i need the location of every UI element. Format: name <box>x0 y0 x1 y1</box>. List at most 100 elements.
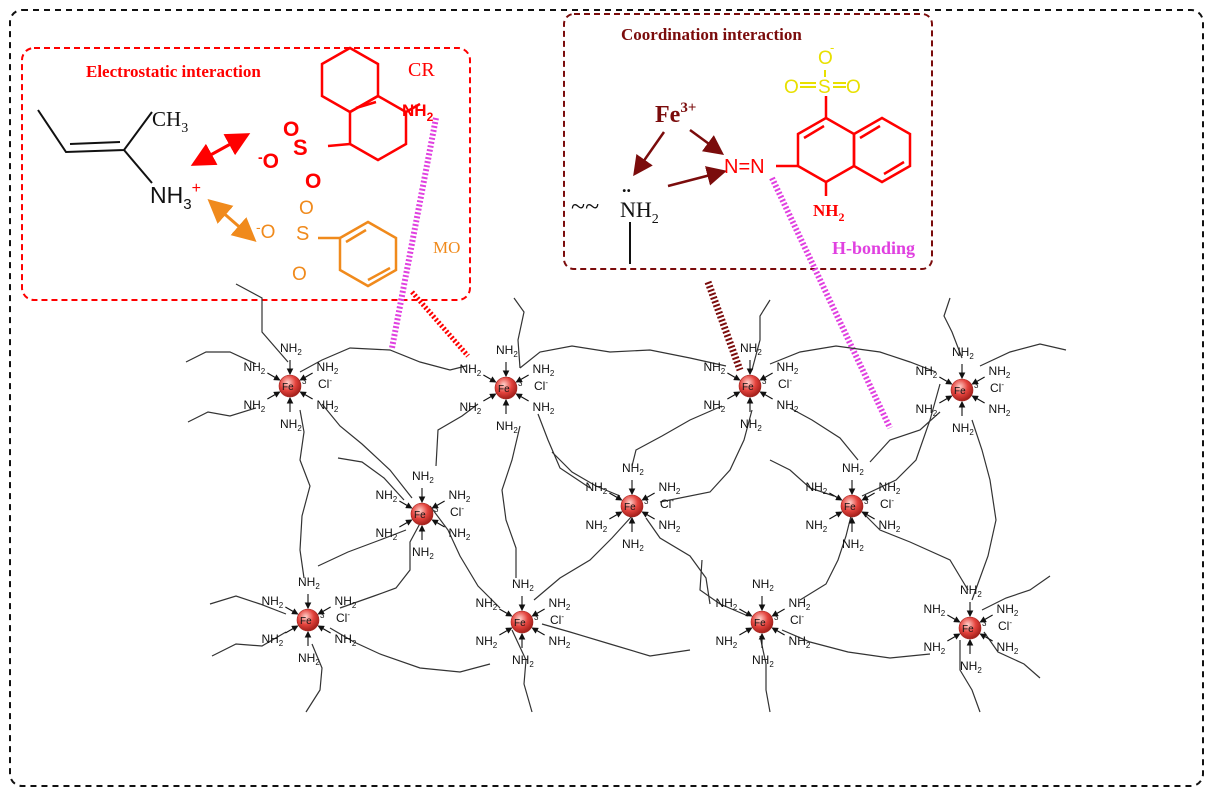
chloride-label: Cl- <box>550 612 564 627</box>
coordination-bond <box>317 606 331 615</box>
coordination-panel: Coordination interaction Fe3+ ~~ .. NH2 … <box>563 13 933 270</box>
coordination-bond <box>861 492 875 501</box>
nh2-label: NH2 <box>752 577 774 593</box>
fe-sphere <box>494 376 518 400</box>
coordination-bond <box>971 376 985 385</box>
coordination-bond <box>727 372 741 381</box>
nh2-label: NH2 <box>549 596 571 612</box>
svg-text:Fe3+: Fe3+ <box>655 100 696 128</box>
nh2-label: NH2 <box>622 537 644 553</box>
coordination-bond <box>939 376 953 385</box>
nh2-label: NH2 <box>475 634 497 650</box>
chloride-label: Cl- <box>534 378 548 393</box>
nh2-label: NH2 <box>261 594 283 610</box>
coord-nh2: NH <box>620 197 652 222</box>
nh2-label: NH2 <box>789 596 811 612</box>
coordination-bond <box>727 391 741 400</box>
fe-label: Fe <box>498 384 510 395</box>
cr-s: S <box>293 135 308 160</box>
coordination-bond <box>431 519 445 528</box>
chloride-label: Cl- <box>790 612 804 627</box>
nh2-label: NH2 <box>412 545 434 561</box>
nh2-label: NH2 <box>989 364 1011 380</box>
chloride-label: Cl- <box>998 618 1012 633</box>
coordination-bond <box>515 393 529 402</box>
coordination-bond <box>771 608 785 617</box>
cr-o-minus: O <box>263 150 279 173</box>
nh2-label: NH2 <box>703 360 725 376</box>
coordination-bond <box>739 608 753 617</box>
nh2-label: NH2 <box>915 364 937 380</box>
nh2-label: NH2 <box>952 421 974 437</box>
nh2-label: NH2 <box>243 398 265 414</box>
nh2-label: NH2 <box>335 632 357 648</box>
so3-o-right: O <box>846 77 861 98</box>
nh2-label: NH2 <box>960 659 982 675</box>
congo-red-structure <box>320 46 421 162</box>
coordination-bond <box>979 614 993 623</box>
nh2-label: NH2 <box>475 596 497 612</box>
coordination-bond <box>759 391 773 400</box>
cr-minus: - <box>258 149 263 165</box>
mo-minus: - <box>256 219 261 235</box>
amine-structure <box>37 109 153 184</box>
fe-sphere <box>738 374 762 398</box>
dye-nh2-sub: 2 <box>839 210 845 224</box>
svg-text:-O: -O <box>258 149 279 173</box>
mo-label: MO <box>433 238 460 257</box>
fe-sphere <box>840 494 864 518</box>
coordination-bond <box>771 627 785 636</box>
nh2-label: NH2 <box>298 651 320 667</box>
fe-sphere <box>950 378 974 402</box>
fe-sphere <box>410 502 434 526</box>
nh2-label: NH2 <box>879 518 901 534</box>
svg-text:NH2: NH2 <box>620 197 659 227</box>
nh2-label: NH2 <box>533 362 555 378</box>
coordination-bond <box>483 374 497 383</box>
methyl-orange-structure <box>318 220 398 288</box>
coordination-bond <box>947 614 961 623</box>
fe-sphere <box>750 610 774 634</box>
nh2-label: NH2 <box>805 518 827 534</box>
nh2-label: NH2 <box>317 360 339 376</box>
nh2-label: NH2 <box>659 518 681 534</box>
coordination-bond <box>399 519 413 528</box>
coord-azo: N=N <box>724 156 765 178</box>
nh2-label: NH2 <box>989 402 1011 418</box>
fe-label: Fe <box>844 502 856 513</box>
fe-sphere <box>296 608 320 632</box>
chloride-label: Cl- <box>778 376 792 391</box>
nh2-label: NH2 <box>915 402 937 418</box>
coord-wave: ~~ <box>571 192 599 221</box>
fe-label: Fe <box>282 382 294 393</box>
nh2-label: NH2 <box>842 537 864 553</box>
ch3-text: CH <box>152 107 181 131</box>
nh2-label: NH2 <box>496 343 518 359</box>
ch3-sub: 3 <box>181 121 188 136</box>
fe-charge: 3 <box>762 377 767 386</box>
coord-network-line <box>704 280 744 372</box>
hbond-line-cr <box>389 117 439 349</box>
cr-nh2-sub: 2 <box>427 110 434 124</box>
coordination-bond <box>531 608 545 617</box>
nh2-label: NH2 <box>459 400 481 416</box>
nh2-label: NH2 <box>789 634 811 650</box>
coordination-bond <box>947 633 961 642</box>
chloride-label: Cl- <box>880 496 894 511</box>
nh2-label: NH2 <box>777 360 799 376</box>
nh2-label: NH2 <box>375 488 397 504</box>
nh2-label: NH2 <box>585 518 607 534</box>
svg-text:NH3+: NH3+ <box>150 180 201 213</box>
coordination-bond <box>431 500 445 509</box>
fe-label: Fe <box>754 618 766 629</box>
nh2-label: NH2 <box>960 583 982 599</box>
coordination-bond <box>483 393 497 402</box>
so3-o-top: O <box>818 48 833 69</box>
nh2-label: NH2 <box>777 398 799 414</box>
nh2-label: NH2 <box>549 634 571 650</box>
coordination-bond <box>609 492 623 501</box>
mo-o-minus: O <box>261 222 276 243</box>
coordination-bond <box>861 511 875 520</box>
nh2-label: NH2 <box>243 360 265 376</box>
nh2-label: NH2 <box>622 461 644 477</box>
